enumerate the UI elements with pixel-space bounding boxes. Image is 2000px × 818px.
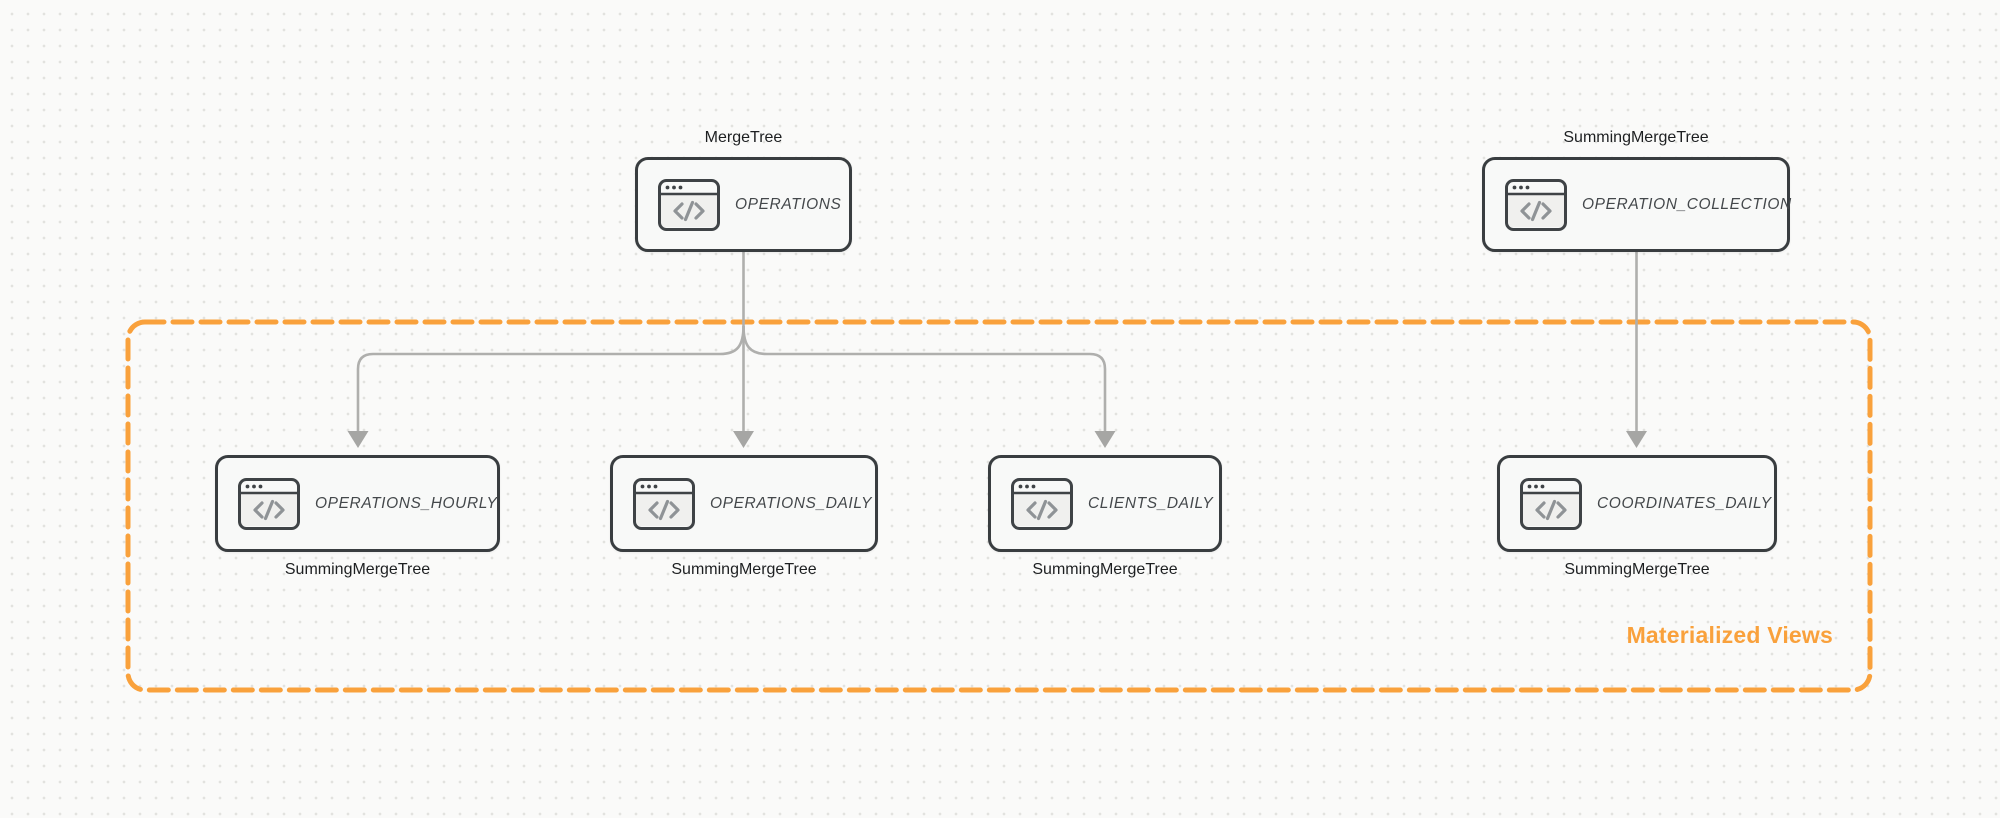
engine-label-clients-daily: SummingMergeTree: [1032, 561, 1178, 578]
arrowhead-operations-daily: [733, 431, 754, 448]
table-node-operations: MergeTree OPERATIONS: [635, 129, 852, 252]
table-name-operations-hourly: OPERATIONS_HOURLY: [315, 494, 498, 512]
code-window-icon: [1505, 178, 1567, 231]
code-window-icon: [633, 477, 695, 530]
table-node-operation-collection: SummingMergeTree OPERATION_COLLECTION: [1482, 129, 1792, 252]
code-window-icon: [1011, 477, 1073, 530]
engine-label-operations-hourly: SummingMergeTree: [284, 561, 431, 578]
edge-operations-to-operations-hourly: [356, 325, 745, 432]
table-node-clients-daily: SummingMergeTree CLIENTS_DAILY: [988, 455, 1222, 578]
code-window-icon: [238, 477, 300, 530]
arrowhead-operations-hourly: [347, 431, 369, 448]
edge-operations-to-clients-daily: [742, 325, 1107, 432]
table-node-coordinates-daily: SummingMergeTree COORDINATES_DAILY: [1497, 455, 1777, 578]
table-name-operations: OPERATIONS: [735, 195, 842, 213]
table-name-operations-daily: OPERATIONS_DAILY: [710, 494, 873, 512]
table-name-operation-collection: OPERATION_COLLECTION: [1582, 195, 1792, 213]
arrowhead-clients-daily: [1094, 431, 1116, 448]
engine-label-operations-daily: SummingMergeTree: [671, 561, 817, 578]
code-window-icon: [1520, 477, 1582, 530]
engine-label-operation-collection: SummingMergeTree: [1563, 129, 1709, 146]
table-name-clients-daily: CLIENTS_DAILY: [1088, 494, 1214, 512]
materialized-views-label: Materialized Views: [1626, 622, 1833, 648]
engine-label-operations: MergeTree: [704, 129, 783, 146]
arrowhead-coordinates-daily: [1626, 431, 1647, 448]
engine-label-coordinates-daily: SummingMergeTree: [1564, 561, 1710, 578]
code-window-icon: [658, 178, 720, 231]
table-node-operations-daily: SummingMergeTree OPERATIONS_DAILY: [610, 455, 878, 578]
table-node-operations-hourly: SummingMergeTree OPERATIONS_HOURLY: [215, 455, 500, 578]
table-name-coordinates-daily: COORDINATES_DAILY: [1597, 494, 1772, 512]
